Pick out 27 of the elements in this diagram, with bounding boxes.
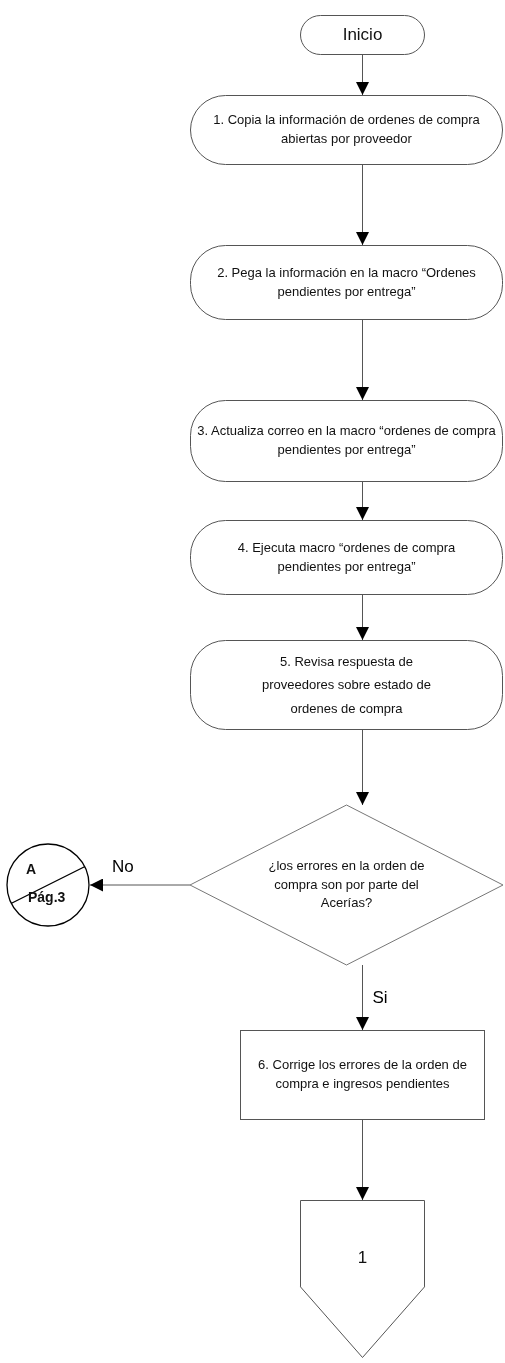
- process-rounded-box: [190, 640, 503, 730]
- arrow: [356, 319, 369, 401]
- arrow: [356, 1119, 369, 1201]
- start-terminal: [300, 15, 425, 55]
- arrow: [356, 964, 369, 1031]
- arrow: [356, 594, 369, 641]
- decision-text: ¿los errores en la orden de compra son por parte del Acerías?: [267, 856, 426, 913]
- connector-label: Pág.3: [28, 888, 66, 907]
- arrow: [356, 481, 369, 521]
- arrow: [89, 878, 191, 892]
- step-text: 5. Revisa respuesta de proveedores sobre estado de ordenes de compra: [260, 652, 433, 718]
- step-text: 2. Pega la información en la macro “Ordenes pendientes por entrega”: [216, 263, 477, 301]
- offpage-connector: [300, 1200, 425, 1358]
- arrow: [356, 729, 369, 806]
- step-text: 6. Corrige los errores de la orden de compra e ingresos pendientes: [257, 1056, 468, 1093]
- arrow: [356, 164, 369, 246]
- step-text: 1. Copia la información de ordenes de compra abiertas por proveedor: [212, 111, 481, 148]
- offpage-connector-circle: [6, 843, 90, 927]
- process-rounded-box: [190, 400, 503, 482]
- process-box: [240, 1030, 485, 1120]
- decision-diamond: [190, 805, 503, 965]
- terminal-label: Inicio: [342, 23, 383, 46]
- arrow: [356, 54, 369, 96]
- connector-label: A: [26, 860, 37, 879]
- connector-label: 1: [357, 1247, 368, 1269]
- step-text: 3. Actualiza correo en la macro “ordenes de compra pendientes por entrega”: [196, 422, 497, 459]
- step-text: 4. Ejecuta macro “ordenes de compra pendientes por entrega”: [236, 538, 457, 576]
